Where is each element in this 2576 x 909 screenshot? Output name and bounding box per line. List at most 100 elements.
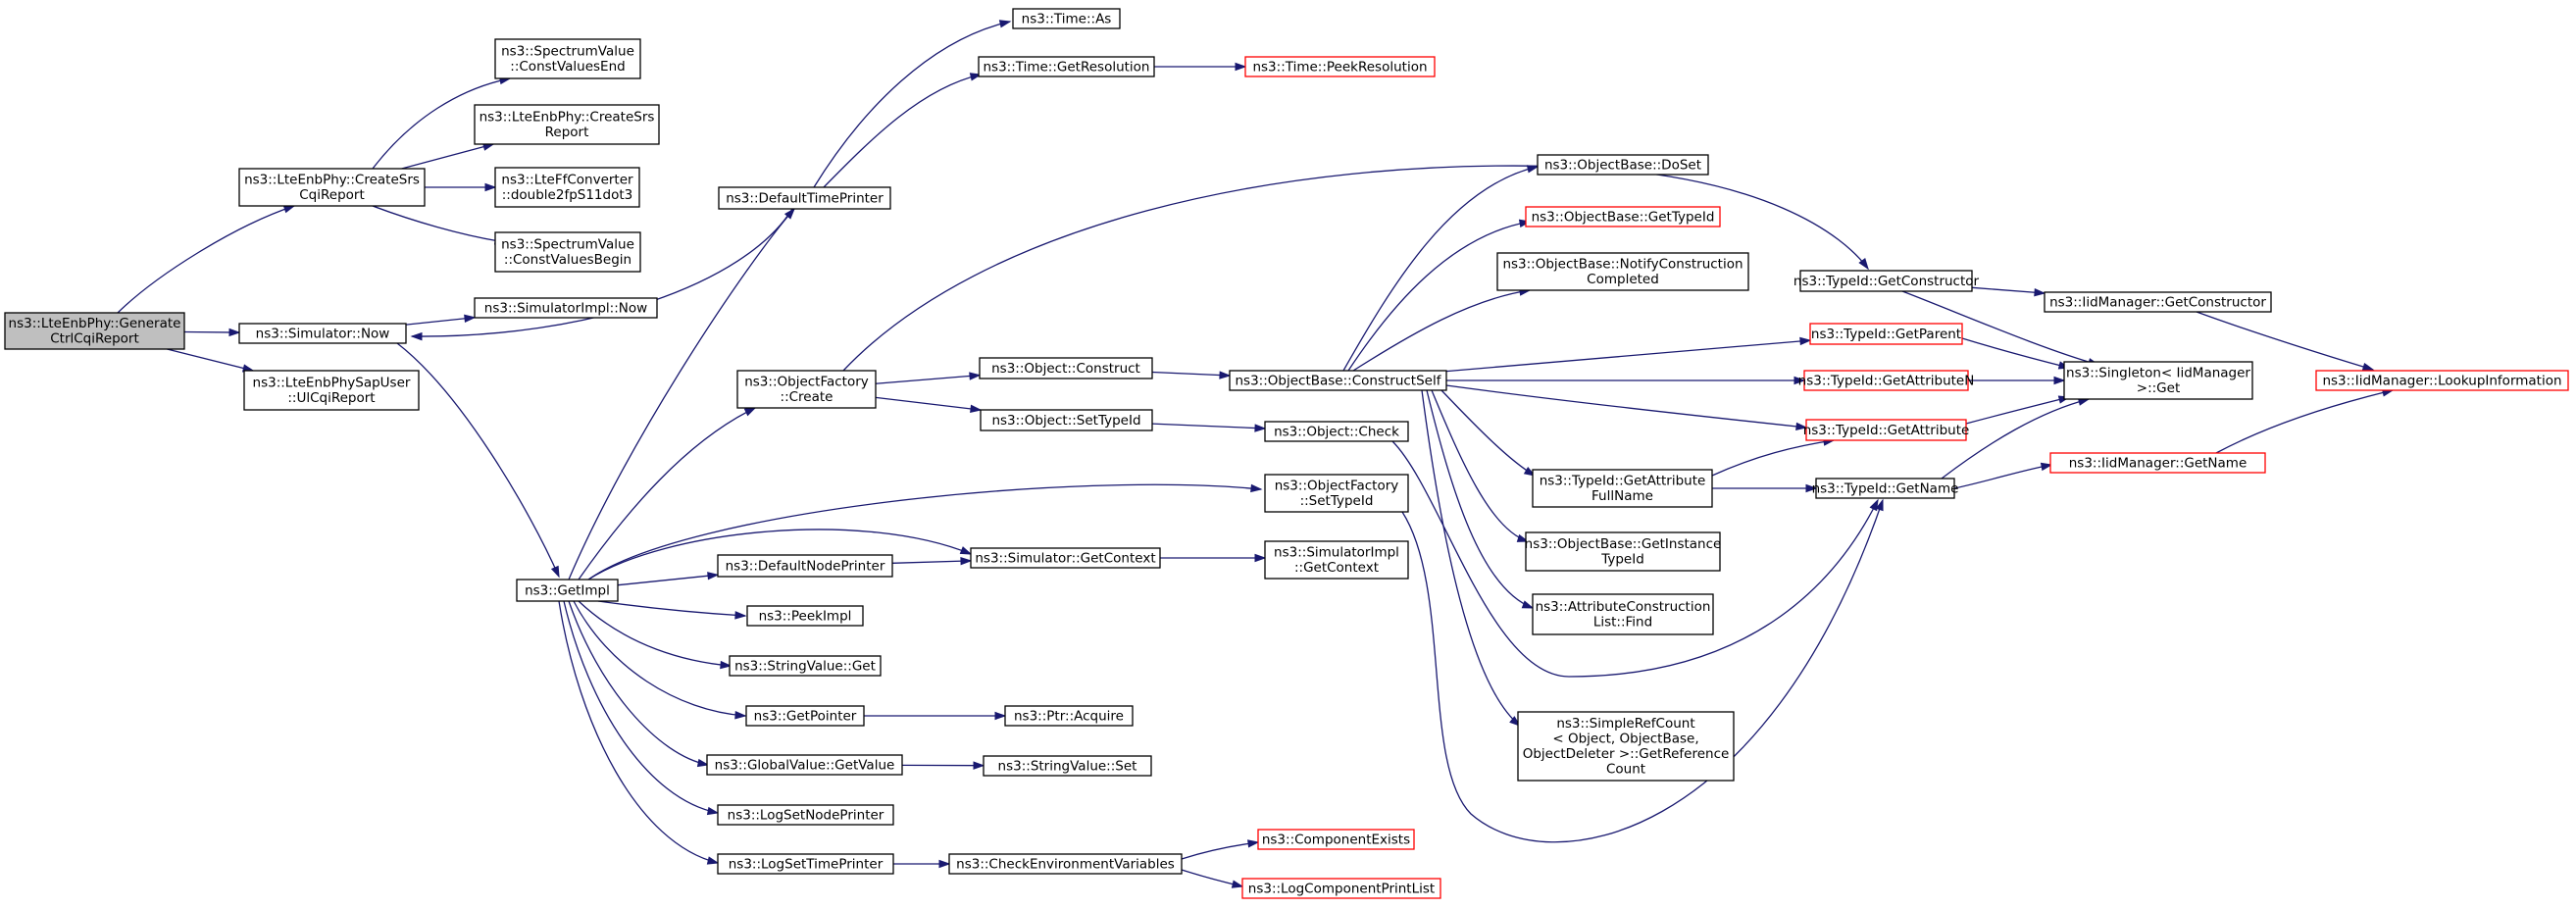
node-label: ns3::LteEnbPhy::Generate (9, 316, 181, 331)
node-box (243, 370, 420, 411)
node-simNow[interactable]: ns3::Simulator::Now (238, 323, 407, 344)
node-logSetTime[interactable]: ns3::LogSetTimePrinter (717, 853, 894, 875)
node-box (980, 409, 1153, 431)
node-box (717, 853, 894, 875)
node-obConstructSelf[interactable]: ns3::ObjectBase::ConstructSelf (1229, 370, 1447, 391)
edge-objFactCreate-to-objSetTypeId (875, 396, 983, 414)
node-obGetTypeId[interactable]: ns3::ObjectBase::GetTypeId (1525, 206, 1721, 227)
node-singletonGet[interactable]: ns3::Singleton< IidManager>::Get (2063, 361, 2253, 400)
node-objConstruct[interactable]: ns3::Object::Construct (979, 357, 1153, 379)
node-obDoSet[interactable]: ns3::ObjectBase::DoSet (1537, 154, 1709, 176)
edge-simNow-to-simImplNow (405, 314, 477, 326)
node-label: ns3::Time::As (1022, 11, 1112, 26)
node-label: ::Create (781, 389, 833, 405)
node-label: ns3::LteEnbPhySapUser (253, 376, 411, 391)
node-simGetContext[interactable]: ns3::Simulator::GetContext (970, 547, 1161, 569)
node-strValGet[interactable]: ns3::StringValue::Get (729, 655, 882, 677)
node-simImplGetContext[interactable]: ns3::SimulatorImpl::GetContext (1264, 540, 1409, 580)
node-box (238, 168, 426, 207)
node-label: ns3::LogSetTimePrinter (729, 856, 884, 872)
node-logSetNode[interactable]: ns3::LogSetNodePrinter (717, 804, 894, 826)
node-obNotify[interactable]: ns3::ObjectBase::NotifyConstructionCompl… (1496, 252, 1749, 291)
node-getImpl[interactable]: ns3::GetImpl (516, 579, 619, 602)
node-label: ns3::Time::GetResolution (983, 59, 1149, 75)
edge-tidGetCtor-to-iidGetCtor (1971, 286, 2046, 297)
node-timePeekRes[interactable]: ns3::Time::PeekResolution (1244, 56, 1436, 77)
edge-simNow-to-getImpl (396, 342, 560, 579)
node-objFactCreate[interactable]: ns3::ObjectFactory::Create (736, 370, 877, 409)
node-box (1799, 270, 1973, 292)
node-label: ns3::LteEnbPhy::CreateSrs (480, 110, 655, 126)
edge-root-to-createSrs (117, 205, 296, 314)
node-tidGetAttrN[interactable]: ns3::TypeId::GetAttributeN (1798, 370, 1975, 391)
node-label: Report (545, 125, 589, 140)
node-box (474, 297, 658, 319)
node-box (979, 357, 1153, 379)
node-label: ns3::Singleton< IidManager (2066, 366, 2250, 381)
node-label: ::ConstValuesEnd (510, 59, 625, 75)
node-iidGetName[interactable]: ns3::IidManager::GetName (2049, 452, 2266, 474)
node-box (948, 853, 1183, 875)
node-getPointer[interactable]: ns3::GetPointer (745, 705, 865, 727)
node-box (706, 754, 903, 776)
node-simImplNow[interactable]: ns3::SimulatorImpl::Now (474, 297, 658, 319)
node-tidGetParent[interactable]: ns3::TypeId::GetParent (1809, 323, 1963, 345)
node-label: ns3::SpectrumValue (501, 44, 634, 60)
node-simpleRef[interactable]: ns3::SimpleRefCount< Object, ObjectBase,… (1517, 711, 1735, 782)
node-ffConv[interactable]: ns3::LteFfConverter::double2fpS11dot3 (494, 167, 640, 208)
node-label: ns3::SimulatorImpl (1274, 545, 1399, 561)
node-defNodePrinter[interactable]: ns3::DefaultNodePrinter (717, 554, 893, 578)
node-label: ns3::LogComponentPrintList (1248, 881, 1435, 896)
node-label: ns3::TypeId::GetAttribute (1803, 423, 1970, 438)
node-box (474, 104, 660, 145)
node-ulCqi[interactable]: ns3::LteEnbPhySapUser::UlCqiReport (243, 370, 420, 411)
node-tidGetAttr[interactable]: ns3::TypeId::GetAttribute (1803, 419, 1970, 441)
edge-obConstructSelf-to-tidGetAttrN (1446, 376, 1806, 385)
node-peekImpl[interactable]: ns3::PeekImpl (746, 605, 864, 627)
node-specEnd[interactable]: ns3::SpectrumValue::ConstValuesEnd (494, 38, 641, 79)
node-box (1537, 154, 1709, 176)
node-strValSet[interactable]: ns3::StringValue::Set (983, 755, 1152, 777)
node-box (238, 323, 407, 344)
node-iidGetCtor[interactable]: ns3::IidManager::GetConstructor (2044, 291, 2272, 313)
node-compExists[interactable]: ns3::ComponentExists (1257, 829, 1415, 850)
node-globValGet[interactable]: ns3::GlobalValue::GetValue (706, 754, 903, 776)
node-timeAs[interactable]: ns3::Time::As (1012, 8, 1121, 29)
node-label: ns3::TypeId::GetParent (1811, 327, 1961, 342)
node-box (494, 38, 641, 79)
edge-tidGetAttr-to-singletonGet (1965, 395, 2071, 425)
node-label: ::double2fpS11dot3 (502, 187, 632, 203)
node-timeGetRes[interactable]: ns3::Time::GetResolution (978, 56, 1155, 77)
node-defTimePrinter[interactable]: ns3::DefaultTimePrinter (718, 186, 891, 210)
node-logCompPrint[interactable]: ns3::LogComponentPrintList (1241, 878, 1441, 899)
edge-obConstructSelf-to-attrConstFind (1426, 389, 1535, 609)
node-objCheck[interactable]: ns3::Object::Check (1264, 421, 1409, 442)
node-specBegin[interactable]: ns3::SpectrumValue::ConstValuesBegin (494, 231, 641, 273)
node-box (1815, 478, 1955, 499)
node-objFactSetTypeId[interactable]: ns3::ObjectFactory::SetTypeId (1264, 474, 1409, 513)
node-label: ns3::Simulator::Now (256, 326, 390, 341)
node-iidLookup[interactable]: ns3::IidManager::LookupInformation (2315, 370, 2569, 391)
node-checkEnv[interactable]: ns3::CheckEnvironmentVariables (948, 853, 1183, 875)
edge-obConstructSelf-to-tidGetParent (1445, 336, 1812, 373)
node-box (978, 56, 1155, 77)
edge-iidGetCtor-to-iidLookup (2196, 311, 2375, 372)
edge-obConstructSelf-to-obDoSet (1342, 165, 1540, 372)
edge-getImpl-to-peekImpl (597, 600, 747, 620)
edge-tidGetAttrN-to-singletonGet (1968, 376, 2066, 385)
node-tidGetCtor[interactable]: ns3::TypeId::GetConstructor (1793, 270, 1980, 292)
node-label: ns3::CheckEnvironmentVariables (956, 856, 1175, 872)
node-label: ns3::GlobalValue::GetValue (715, 757, 895, 773)
node-tidGetName[interactable]: ns3::TypeId::GetName (1812, 478, 1959, 499)
node-objSetTypeId[interactable]: ns3::Object::SetTypeId (980, 409, 1153, 431)
edge-createSrs-to-specBegin (372, 205, 507, 245)
node-ptrAcquire[interactable]: ns3::Ptr::Acquire (1004, 705, 1134, 727)
node-label: ns3::DefaultNodePrinter (726, 558, 885, 574)
node-box (2063, 361, 2253, 400)
edge-timeGetRes-to-timePeekRes (1154, 62, 1247, 72)
